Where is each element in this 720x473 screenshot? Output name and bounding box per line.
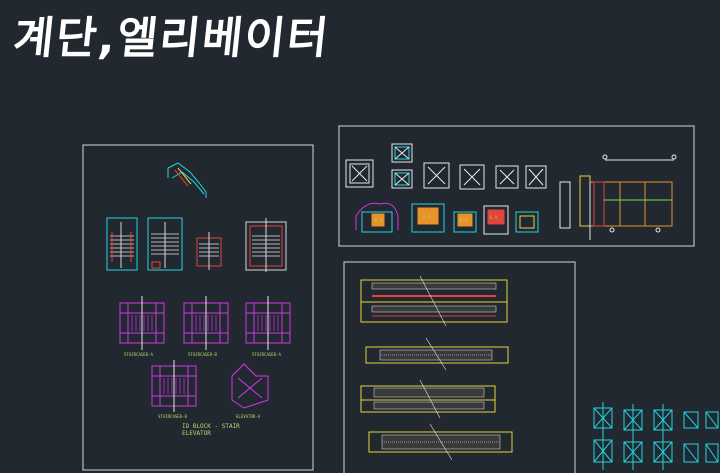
elevator-plan (231, 363, 269, 409)
cyan-elevator-blocks (593, 402, 719, 470)
escalator-2 (365, 337, 509, 371)
escalator-4 (368, 423, 513, 461)
stair-section-2 (147, 217, 183, 271)
plan-label-2: STAIRCASE8-B (188, 352, 217, 357)
stair-plan-2 (183, 296, 229, 350)
escalator-3 (360, 379, 496, 419)
car-label-3: E.V. (460, 218, 470, 223)
stair-panel-frame (82, 144, 314, 471)
stair-section-1 (106, 217, 138, 271)
stair-section-3 (196, 232, 222, 270)
elevator-panel-frame (338, 125, 695, 247)
car-label-1: E.V. (375, 218, 385, 223)
plan-label-4: STAIRCASE8-B (158, 414, 187, 419)
escalator-panel-frame (343, 261, 576, 473)
car-label-4: E.V. (490, 215, 500, 220)
car-label-2: E.V. (423, 214, 433, 219)
caption-line-1: ID BLOCK - STAIR (182, 423, 240, 430)
elevator-shaft-row (345, 143, 547, 190)
stair-plan-1 (119, 296, 165, 350)
stair-isometric (167, 162, 207, 198)
stair-section-4 (245, 218, 287, 272)
elevator-car-row (355, 202, 539, 235)
escalator-1 (360, 275, 508, 327)
plan-label-3: STAIRCASE8-A (252, 352, 281, 357)
stair-plan-4 (151, 360, 197, 412)
plan-label-5: ELEVATOR-A (236, 414, 261, 419)
elevator-section (559, 154, 677, 240)
plan-label-1: STAIRCASE8-A (124, 352, 153, 357)
stair-plan-3 (245, 296, 291, 350)
caption-line-2: ELEVATOR (182, 430, 211, 437)
